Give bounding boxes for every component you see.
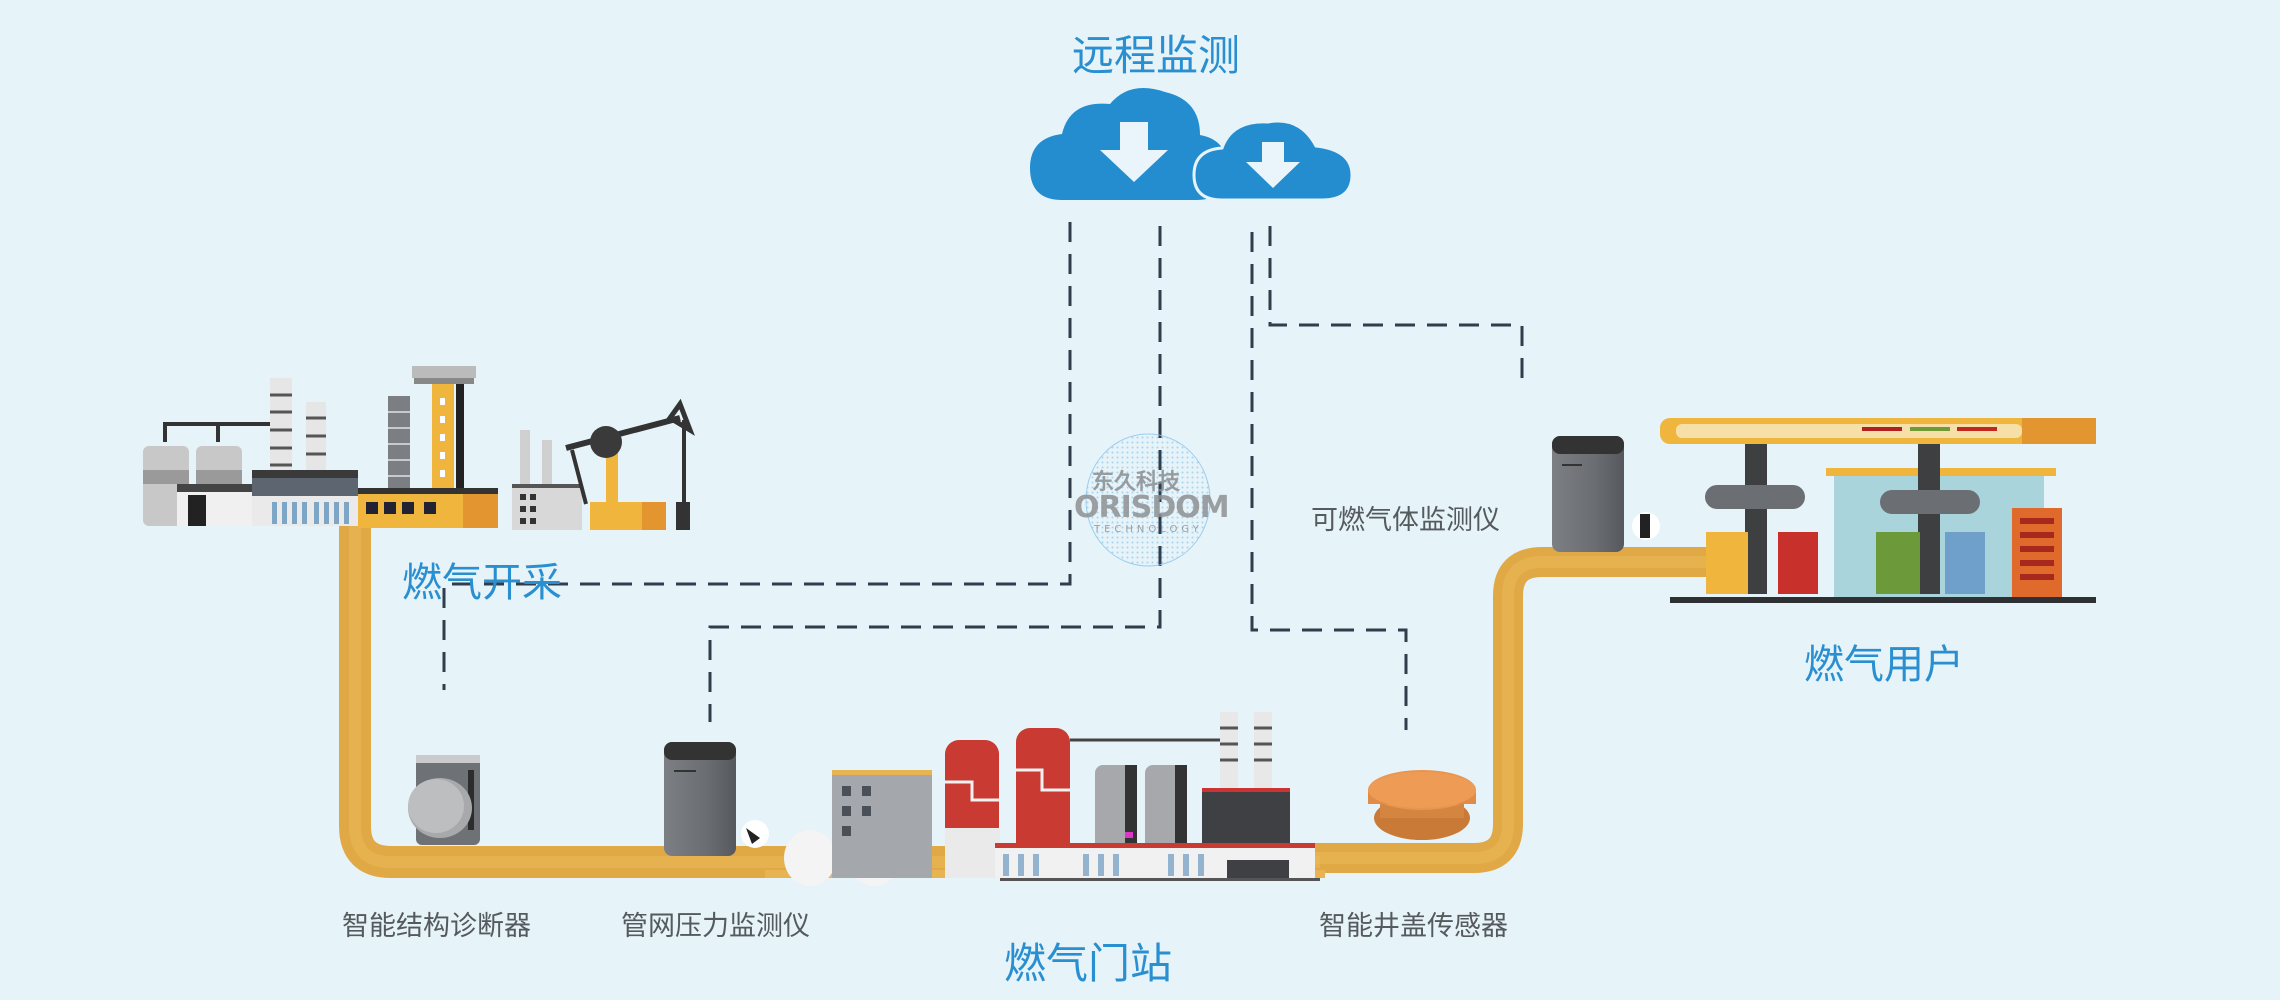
combustible-gas-monitor-illustration bbox=[1552, 436, 1660, 552]
extraction-plant-illustration bbox=[143, 366, 695, 530]
gas-pipeline bbox=[339, 500, 1710, 878]
link-combustible-gas bbox=[1268, 226, 1524, 380]
structure-diagnostic-device-illustration bbox=[408, 755, 480, 845]
stage-label-extraction: 燃气开采 bbox=[402, 560, 562, 606]
gate-station-illustration bbox=[765, 712, 1325, 886]
stage-label-gate-station: 燃气门站 bbox=[1004, 939, 1173, 988]
stage-label-users: 燃气用户 bbox=[1804, 642, 1964, 688]
cloud-small-icon bbox=[1192, 119, 1354, 202]
link-pipeline-pressure bbox=[708, 226, 1162, 722]
manhole-sensor-illustration bbox=[1368, 770, 1476, 840]
watermark-en: ORISDOM bbox=[1074, 490, 1230, 525]
gas-station-illustration bbox=[1660, 418, 2096, 603]
watermark-cn: 东久科技 bbox=[1092, 470, 1181, 495]
device-label-structure-diagnostic: 智能结构诊断器 bbox=[342, 911, 531, 942]
cloud-large-icon bbox=[1030, 88, 1228, 200]
device-label-pipeline-pressure: 管网压力监测仪 bbox=[621, 911, 810, 942]
diagram-title: 远程监测 bbox=[1072, 31, 1241, 80]
watermark-sub: TECHNOLOGY bbox=[1094, 524, 1203, 535]
monitoring-links bbox=[442, 222, 1524, 730]
device-label-combustible-gas: 可燃气体监测仪 bbox=[1311, 505, 1500, 536]
watermark-globe bbox=[1085, 433, 1211, 567]
link-extraction bbox=[442, 222, 1072, 690]
pipeline-pressure-monitor-illustration bbox=[664, 742, 769, 856]
link-manhole-sensor bbox=[1250, 232, 1408, 730]
device-label-manhole-sensor: 智能井盖传感器 bbox=[1319, 911, 1508, 942]
